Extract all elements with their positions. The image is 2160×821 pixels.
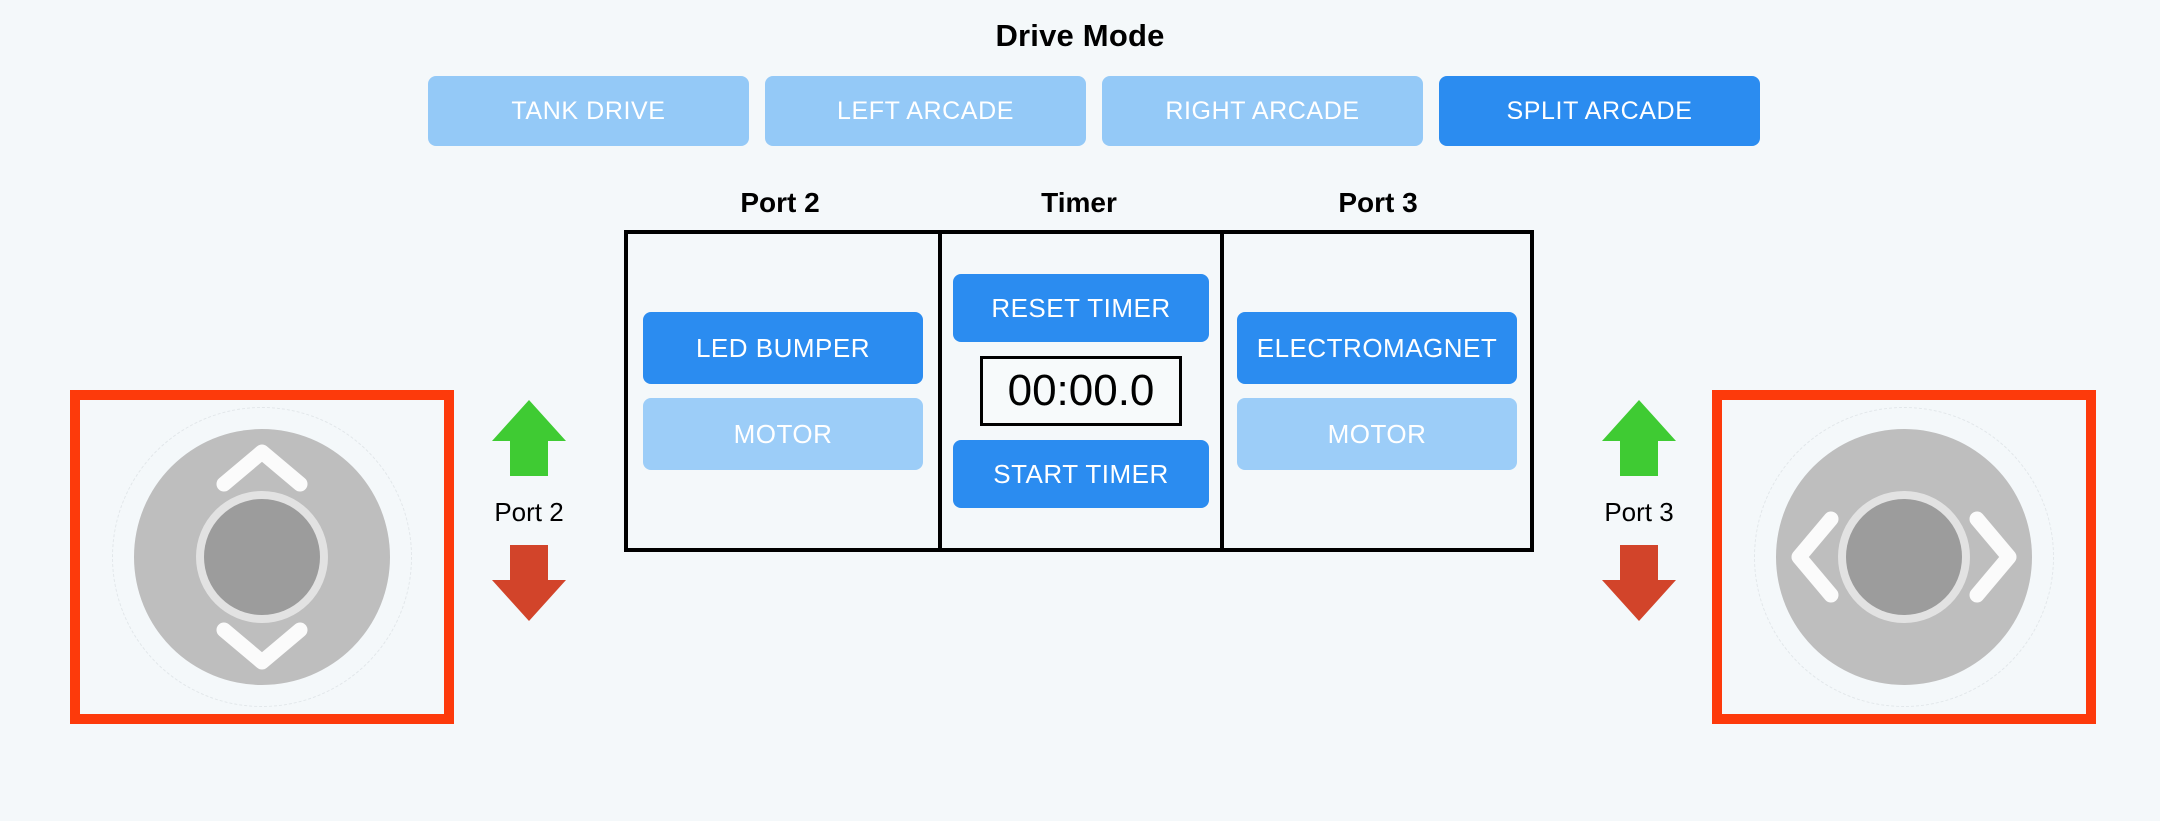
panel-headers: Port 2 Timer Port 3 xyxy=(624,186,1534,230)
right-joystick[interactable] xyxy=(1754,407,2054,707)
electromagnet-button[interactable]: ELECTROMAGNET xyxy=(1237,312,1517,384)
joystick-horizontal-chevrons xyxy=(1754,407,2054,707)
port2-motor-button[interactable]: MOTOR xyxy=(643,398,923,470)
chevron-left-icon xyxy=(1791,511,1839,603)
panels-container: LED BUMPER MOTOR RESET TIMER 00:00.0 STA… xyxy=(624,230,1534,552)
control-panel-group: Port 2 Timer Port 3 LED BUMPER MOTOR RES… xyxy=(624,186,1534,552)
timer-header-label: Timer xyxy=(1041,187,1117,218)
joystick-outline xyxy=(112,407,412,707)
port3-header-label: Port 3 xyxy=(1338,187,1418,218)
drive-mode-split-arcade-button[interactable]: SPLIT ARCADE xyxy=(1439,76,1760,146)
joystick-outline xyxy=(1754,407,2054,707)
start-timer-button[interactable]: START TIMER xyxy=(953,440,1209,508)
left-port-label: Port 2 xyxy=(494,497,564,527)
joystick-knob[interactable] xyxy=(204,499,320,615)
drive-mode-right-arcade-button[interactable]: RIGHT ARCADE xyxy=(1102,76,1423,146)
port2-panel: LED BUMPER MOTOR xyxy=(628,234,938,548)
left-joystick-pad[interactable] xyxy=(70,390,454,724)
timer-panel: RESET TIMER 00:00.0 START TIMER xyxy=(938,234,1224,548)
left-port-indicator-group: Port 2 xyxy=(464,398,594,628)
right-joystick-pad[interactable] xyxy=(1712,390,2096,724)
right-port-indicator-group: Port 3 xyxy=(1574,398,1704,628)
joystick-vertical-chevrons xyxy=(112,407,412,707)
drive-mode-tank-drive-button[interactable]: TANK DRIVE xyxy=(428,76,749,146)
led-bumper-button[interactable]: LED BUMPER xyxy=(643,312,923,384)
chevron-up-icon xyxy=(216,444,308,492)
port2-header-label: Port 2 xyxy=(740,187,820,218)
drive-mode-left-arcade-button[interactable]: LEFT ARCADE xyxy=(765,76,1086,146)
port3-motor-button[interactable]: MOTOR xyxy=(1237,398,1517,470)
up-arrow-icon xyxy=(1600,398,1678,483)
chevron-right-icon xyxy=(1969,511,2017,603)
down-arrow-icon xyxy=(1600,543,1678,628)
joystick-knob[interactable] xyxy=(1846,499,1962,615)
up-arrow-icon xyxy=(490,398,568,483)
down-arrow-icon xyxy=(490,543,568,628)
reset-timer-button[interactable]: RESET TIMER xyxy=(953,274,1209,342)
timer-display: 00:00.0 xyxy=(980,356,1182,426)
page-title: Drive Mode xyxy=(995,18,1165,53)
left-joystick[interactable] xyxy=(112,407,412,707)
drive-mode-button-group: TANK DRIVE LEFT ARCADE RIGHT ARCADE SPLI… xyxy=(428,76,1760,146)
chevron-down-icon xyxy=(216,622,308,670)
right-port-label: Port 3 xyxy=(1604,497,1674,527)
port3-panel: ELECTROMAGNET MOTOR xyxy=(1224,234,1530,548)
